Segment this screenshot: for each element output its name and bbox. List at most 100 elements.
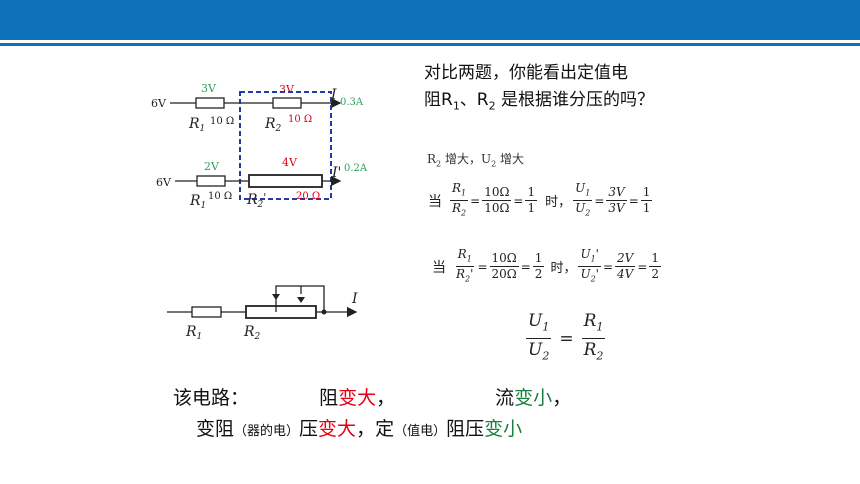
circuit2-v2-label: 4V: [282, 156, 298, 169]
question-suffix: 是根据谁分压的吗？: [495, 90, 655, 110]
summary2-c: 压: [299, 418, 319, 440]
question-line-1: 对比两题，你能看出定值电: [424, 63, 628, 83]
eq2-u-ratio: U1'U2': [578, 247, 601, 284]
circuit-2: 6V 2V 4V R1 10 Ω R2' 20 Ω I' 0.2A: [156, 156, 368, 211]
svg-text:R2: R2: [264, 116, 282, 134]
summary1-g: ，: [552, 387, 572, 409]
circuit2-r2-sub: 2: [257, 200, 264, 210]
circuit1-r1-name: R: [188, 116, 200, 132]
circuit2-v1-label: 2V: [204, 160, 220, 173]
header-bar: [0, 0, 860, 40]
header-underline: [0, 43, 860, 46]
summary1-c: 变大: [338, 387, 377, 409]
circuit1-r1-resistor: [195, 97, 225, 109]
circuit2-r2-prime: ': [263, 191, 266, 204]
summary2-f: （值电）: [394, 424, 447, 439]
circuit2-r2-name: R: [246, 192, 258, 208]
eq1-equals-4: =: [628, 193, 639, 208]
circuit2-source-label: 6V: [156, 176, 172, 189]
circuit1-current-symbol: I: [330, 87, 337, 103]
question-sub-2: 2: [488, 99, 496, 113]
question-line-2: 阻R1、R2 是根据谁分压的吗？: [424, 87, 654, 119]
summary2-h: 变小: [484, 418, 523, 440]
circuit1-r1-sub: 1: [200, 124, 206, 134]
summary2-b: （器的电）: [234, 424, 300, 439]
r2-highlight-box: [239, 91, 332, 200]
note-inc2: 增大: [496, 152, 524, 166]
note-u-sub: 2: [491, 159, 497, 169]
circuit2-r2-value: 20 Ω: [296, 191, 320, 202]
question-sep: 、R: [459, 90, 489, 110]
circuit1-r2-resistor: [272, 97, 302, 109]
circuit1-r2-sub: 2: [275, 124, 282, 134]
circuit3-r1-name: R: [185, 324, 197, 340]
summary-line-2: 变阻（器的电）压变大，定（值电）阻压变小: [196, 414, 522, 441]
circuit2-current-symbol: I': [331, 165, 341, 181]
circuit2-r1-resistor: [196, 175, 226, 187]
summary2-a: 变阻: [196, 418, 235, 440]
note-inc1: 增大，U: [441, 152, 492, 166]
circuit1-v1-label: 3V: [201, 82, 217, 95]
summary2-e: ，定: [356, 418, 395, 440]
circuit2-r2-resistor: [248, 174, 323, 188]
eq2-when: 当: [432, 259, 446, 276]
question-sub-1: 1: [452, 99, 460, 113]
summary1-a: 该电路：: [173, 387, 250, 409]
circuit3-r2-name: R: [243, 324, 255, 340]
circuit2-current-value: 0.2A: [344, 163, 368, 174]
svg-text:R2: R2: [243, 324, 261, 342]
circuit3-current-symbol: I: [351, 291, 358, 307]
circuit3-rheostat: [245, 305, 317, 319]
increase-note: R2 增大，U2 增大: [427, 150, 524, 168]
circuit1-r2-value: 10 Ω: [288, 114, 312, 125]
eq1-time: 时，: [545, 195, 572, 211]
eq1-equals-3: =: [594, 193, 605, 208]
eq1-when: 当: [428, 193, 442, 210]
note-r-sub: 2: [436, 159, 442, 169]
circuit3-r1-resistor: [191, 306, 222, 318]
circuit1-source-label: 6V: [151, 97, 167, 110]
circuit2-r1-sub: 1: [201, 201, 207, 211]
circuit3-r1-sub: 1: [197, 332, 203, 342]
summary1-b: 阻: [319, 387, 339, 409]
note-r: R: [427, 152, 437, 166]
circuit1-r1-value: 10 Ω: [210, 116, 234, 127]
eq1-equals-1: =: [470, 193, 481, 208]
eq1-equals-2: =: [513, 193, 524, 208]
circuit1-v2-label: 3V: [279, 83, 295, 96]
circuit1-current-value: 0.3A: [340, 97, 364, 108]
eq2-equals-2: =: [520, 259, 531, 274]
eq2-equals-4: =: [637, 259, 648, 274]
summary1-e: 流: [495, 387, 515, 409]
svg-text:R1: R1: [185, 324, 202, 342]
svg-text:R1: R1: [189, 193, 206, 211]
circuit1-r2-name: R: [264, 116, 276, 132]
summary1-d: ，: [376, 387, 396, 409]
eq2-time: 时，: [550, 261, 577, 277]
summary-line-1: 该电路： 阻变大， 流变小，: [173, 383, 571, 410]
summary2-g: 阻压: [446, 418, 485, 440]
svg-text:R1: R1: [188, 116, 205, 134]
circuit3-r2-sub: 2: [254, 332, 261, 342]
summary1-f: 变小: [514, 387, 553, 409]
formula-equals: =: [559, 328, 574, 349]
summary2-d: 变大: [318, 418, 357, 440]
svg-text:R2': R2': [246, 191, 266, 210]
circuit-3: R1 R2 I: [167, 285, 358, 342]
